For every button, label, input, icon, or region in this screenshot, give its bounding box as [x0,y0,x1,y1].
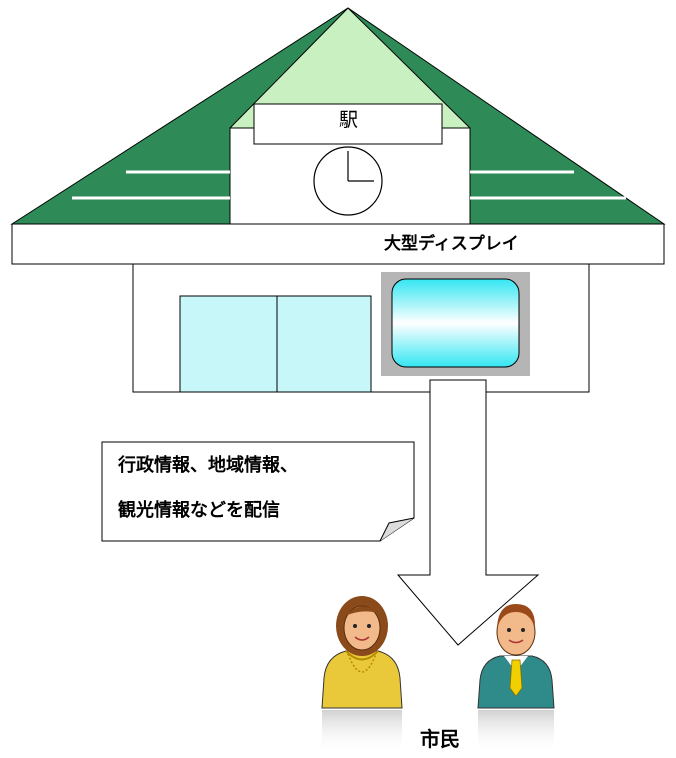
note-text-line-1: 行政情報、地域情報、 [118,455,298,476]
entrance-door-right [276,295,372,393]
down-arrow [396,379,540,646]
roof-top [230,8,470,128]
citizens-label: 市民 [420,727,460,751]
large-display-screen [391,278,520,368]
station-label: 駅 [338,109,358,131]
roof-line-right [347,7,471,129]
man-avatar-icon [477,604,555,754]
entrance-door-left [179,295,278,393]
eave-band [11,223,665,265]
note-text-line-2: 観光情報などを配信 [118,500,280,521]
note-fold [379,517,415,542]
woman-avatar-icon [321,596,403,754]
large-display-label: 大型ディスプレイ [384,234,519,254]
roof-line-left [229,7,349,129]
station-sign [253,103,443,145]
